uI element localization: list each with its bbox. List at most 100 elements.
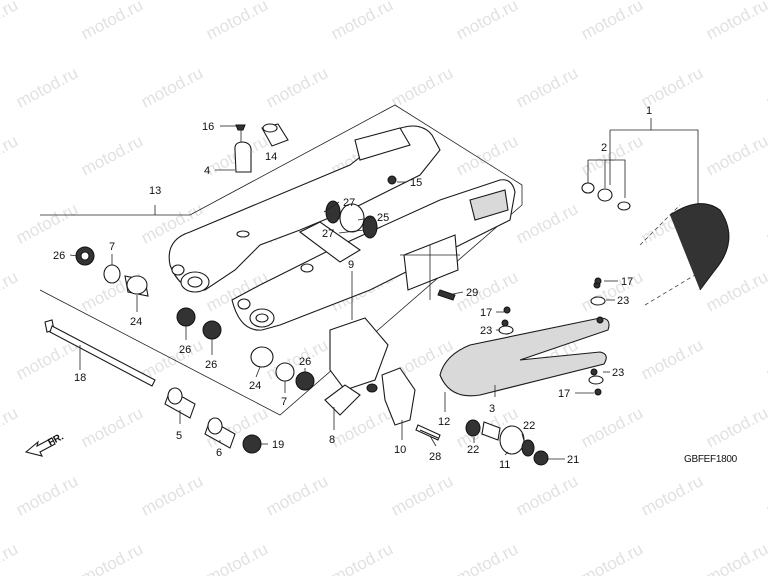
watermark-text: motod.ru <box>328 0 396 44</box>
part-label-24a: 24 <box>130 316 142 328</box>
watermark-text: motod.ru <box>453 539 521 576</box>
watermark-text: motod.ru <box>703 267 768 315</box>
watermark-text: motod.ru <box>638 335 706 383</box>
part-label-3: 3 <box>489 403 495 415</box>
watermark-text: motod.ru <box>703 539 768 576</box>
part-label-24b: 24 <box>249 380 261 392</box>
watermark-text: motod.ru <box>763 63 768 111</box>
part-label-26b: 26 <box>179 344 191 356</box>
watermark-text: motod.ru <box>388 63 456 111</box>
part-label-27b: 27 <box>322 228 334 240</box>
watermark-text: motod.ru <box>78 539 146 576</box>
swingarm-frame-outline <box>39 104 523 416</box>
watermark-text: motod.ru <box>453 0 521 44</box>
part-label-7b: 7 <box>281 396 287 408</box>
chain-roller <box>465 419 549 466</box>
watermark-text: motod.ru <box>578 539 646 576</box>
part-label-16: 16 <box>202 121 214 133</box>
part-label-29: 29 <box>466 287 478 299</box>
part-label-10: 10 <box>394 444 406 456</box>
part-label-17a: 17 <box>621 276 633 288</box>
watermark-text: motod.ru <box>0 539 21 576</box>
part-label-5: 5 <box>176 430 182 442</box>
part-label-21: 21 <box>567 454 579 466</box>
part-label-28: 28 <box>429 451 441 463</box>
direction-label: FR. <box>46 431 66 448</box>
watermark-text: motod.ru <box>13 199 81 247</box>
part-label-13: 13 <box>149 185 161 197</box>
watermark-text: motod.ru <box>13 471 81 519</box>
diagram-code: GBFEF1800 <box>684 454 738 465</box>
watermark-text: motod.ru <box>0 0 21 44</box>
part-label-17b: 17 <box>480 307 492 319</box>
watermark-text: motod.ru <box>13 63 81 111</box>
bushing-25-27 <box>325 175 397 239</box>
pivot-bolt <box>44 319 156 387</box>
part-label-15: 15 <box>410 177 422 189</box>
front-direction-arrow: FR. <box>24 431 66 457</box>
part-label-12: 12 <box>438 416 450 428</box>
watermark-text: motod.ru <box>763 199 768 247</box>
watermark-text: motod.ru <box>703 131 768 179</box>
watermark-text: motod.ru <box>263 63 331 111</box>
watermark-text: motod.ru <box>763 335 768 383</box>
part-label-11: 11 <box>499 459 510 471</box>
watermark-text: motod.ru <box>138 471 206 519</box>
watermark-text: motod.ru <box>328 539 396 576</box>
watermark-text: motod.ru <box>203 0 271 44</box>
part-label-8: 8 <box>329 434 335 446</box>
watermark-text: motod.ru <box>0 267 21 315</box>
watermark-text: motod.ru <box>763 471 768 519</box>
part-label-7a: 7 <box>109 241 115 253</box>
watermark-text: motod.ru <box>513 471 581 519</box>
watermark-text: motod.ru <box>703 0 768 44</box>
left-bushings <box>75 246 315 391</box>
chain-guard <box>324 317 441 441</box>
watermark-text: motod.ru <box>78 403 146 451</box>
part-label-17c: 17 <box>558 388 570 400</box>
leader-lines <box>69 118 699 460</box>
part-label-26c: 26 <box>205 359 217 371</box>
swingarm <box>168 125 516 331</box>
collars-5-6 <box>164 387 262 454</box>
part-label-9: 9 <box>348 259 354 271</box>
watermark-text: motod.ru <box>578 403 646 451</box>
watermark-text: motod.ru <box>203 539 271 576</box>
watermark-text: motod.ru <box>513 199 581 247</box>
part-label-2: 2 <box>601 142 607 154</box>
part-label-4: 4 <box>204 165 210 177</box>
part-label-27a: 27 <box>343 197 355 209</box>
part-label-22b: 22 <box>523 420 535 432</box>
part-label-26d: 26 <box>299 356 311 368</box>
fasteners <box>419 277 606 439</box>
watermark-text: motod.ru <box>513 63 581 111</box>
part-label-26a: 26 <box>53 250 65 262</box>
watermark-text: motod.ru <box>453 131 521 179</box>
watermark-text: motod.ru <box>78 0 146 44</box>
part-label-23a: 23 <box>617 295 629 307</box>
part-label-19: 19 <box>272 439 284 451</box>
part-labels: 1 2 3 4 5 6 7 7 8 9 10 11 12 13 14 15 16… <box>53 105 738 471</box>
part-label-25: 25 <box>377 212 389 224</box>
part-label-18: 18 <box>74 372 86 384</box>
part-label-23b: 23 <box>480 325 492 337</box>
watermark-text: motod.ru <box>263 471 331 519</box>
watermark-text: motod.ru <box>638 471 706 519</box>
upper-parts <box>234 123 289 173</box>
watermark-text: motod.ru <box>388 471 456 519</box>
part-label-23c: 23 <box>612 367 624 379</box>
watermark-text: motod.ru <box>578 267 646 315</box>
part-label-14: 14 <box>265 151 277 163</box>
watermark-text: motod.ru <box>0 403 21 451</box>
drive-chain <box>581 182 730 306</box>
part-label-1: 1 <box>646 105 652 117</box>
watermark-text: motod.ru <box>703 403 768 451</box>
watermark-text: motod.ru <box>0 131 21 179</box>
watermark-text: motod.ru <box>78 131 146 179</box>
watermark-text: motod.ru <box>138 63 206 111</box>
part-label-6: 6 <box>216 447 222 459</box>
watermark-text: motod.ru <box>578 0 646 44</box>
part-label-22a: 22 <box>467 444 479 456</box>
